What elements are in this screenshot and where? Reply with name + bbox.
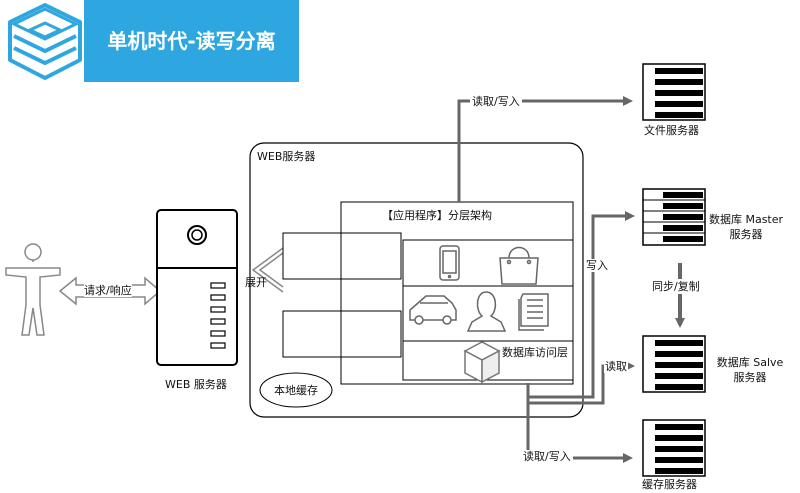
- left-box-bottom: [282, 310, 402, 358]
- user-person-icon: [5, 243, 61, 336]
- read-write-bottom-label: 读取/写入: [521, 450, 573, 463]
- db-slave-label-line2: 服务器: [733, 371, 767, 384]
- shopping-bag-icon: [499, 246, 539, 285]
- db-master-rack-icon: [642, 188, 706, 246]
- cache-server-label: 缓存服务器: [642, 478, 697, 491]
- read-label: 读取: [604, 360, 628, 373]
- page-title: 单机时代-读写分离: [107, 29, 276, 53]
- layer-middle: [402, 285, 574, 342]
- db-slave-rack-icon: [642, 335, 706, 393]
- web-server-container: [249, 142, 584, 418]
- arrow-file-server: [457, 96, 633, 202]
- car-icon: [409, 295, 457, 325]
- web-server-tower-icon: [156, 209, 238, 366]
- read-write-top-label: 读取/写入: [470, 95, 522, 108]
- db-master-label-line1: 数据库 Master: [708, 213, 784, 226]
- left-box-top: [282, 232, 402, 280]
- phone-icon: [439, 245, 460, 281]
- app-layers-label: 【应用程序】分层架构: [382, 209, 492, 222]
- cube-icon: [463, 341, 501, 384]
- expand-arrow: [251, 247, 284, 293]
- web-server-caption: WEB 服务器: [165, 378, 227, 391]
- db-slave-label-line1: 数据库 Salve: [716, 356, 784, 369]
- document-icon: [518, 293, 549, 331]
- title-banner: 单机时代-读写分离: [84, 0, 299, 82]
- web-server-box-label: WEB服务器: [257, 150, 316, 163]
- request-response-label: 请求/响应: [84, 284, 132, 297]
- sync-copy-label: 同步/复制: [650, 279, 702, 294]
- layers-logo-icon: [8, 3, 82, 80]
- file-server-label: 文件服务器: [644, 124, 699, 137]
- db-master-label-line2: 服务器: [729, 228, 763, 241]
- file-server-rack-icon: [642, 63, 706, 121]
- user-bust-icon: [466, 291, 507, 332]
- layer-top: [402, 239, 574, 287]
- cache-server-rack-icon: [642, 419, 706, 477]
- write-label: 写入: [585, 259, 609, 272]
- expand-label: 展开: [245, 276, 267, 289]
- local-cache-label: 本地缓存: [274, 384, 318, 397]
- local-cache-ellipse: [259, 372, 333, 408]
- arrow-write-master: [526, 211, 635, 399]
- db-access-layer-label: 数据库访问层: [502, 346, 568, 359]
